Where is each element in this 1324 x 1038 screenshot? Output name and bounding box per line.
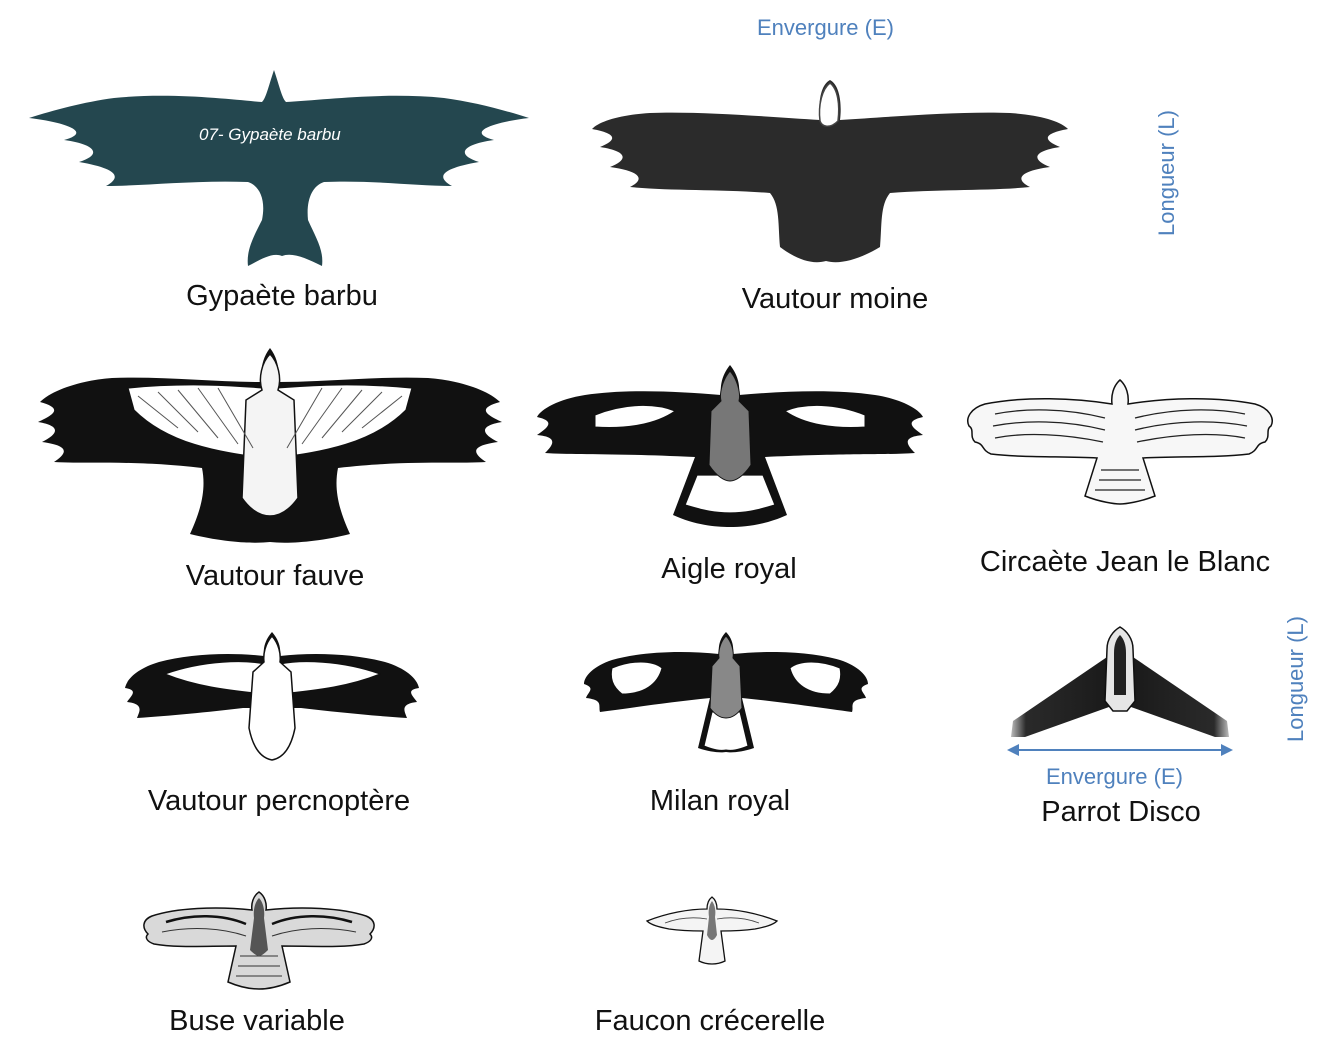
milan-royal-illustration bbox=[582, 632, 870, 754]
label-vautour-percnoptere: Vautour percnoptère bbox=[148, 785, 410, 818]
silhouette-caption: 07- Gypaète barbu bbox=[199, 125, 341, 144]
vautour-moine-illustration bbox=[590, 75, 1070, 270]
drone-longueur-label: Longueur (L) bbox=[1283, 616, 1309, 742]
label-milan-royal: Milan royal bbox=[650, 785, 790, 818]
aigle-royal-illustration bbox=[535, 365, 925, 530]
label-gypaete-barbu: Gypaète barbu bbox=[186, 280, 378, 313]
label-buse-variable: Buse variable bbox=[169, 1005, 345, 1038]
drone-envergure-arrow bbox=[1005, 740, 1235, 760]
circaete-illustration bbox=[965, 378, 1275, 508]
vautour-fauve-illustration bbox=[38, 348, 503, 543]
parrot-disco-drone-image bbox=[1005, 625, 1235, 745]
drone-envergure-label: Envergure (E) bbox=[1046, 764, 1183, 790]
label-aigle-royal: Aigle royal bbox=[661, 553, 796, 586]
faucon-crecerelle-illustration bbox=[645, 895, 780, 965]
label-vautour-moine: Vautour moine bbox=[742, 283, 928, 316]
buse-variable-illustration bbox=[142, 890, 377, 990]
label-faucon-crecerelle: Faucon crécerelle bbox=[595, 1005, 826, 1038]
top-longueur-label: Longueur (L) bbox=[1154, 110, 1180, 236]
vautour-percnoptere-illustration bbox=[125, 632, 420, 767]
label-parrot-disco: Parrot Disco bbox=[1041, 796, 1201, 829]
gypaete-barbu-illustration: 07- Gypaète barbu bbox=[24, 70, 534, 270]
label-circaete: Circaète Jean le Blanc bbox=[980, 546, 1270, 579]
top-envergure-label: Envergure (E) bbox=[757, 15, 894, 41]
label-vautour-fauve: Vautour fauve bbox=[186, 560, 364, 593]
